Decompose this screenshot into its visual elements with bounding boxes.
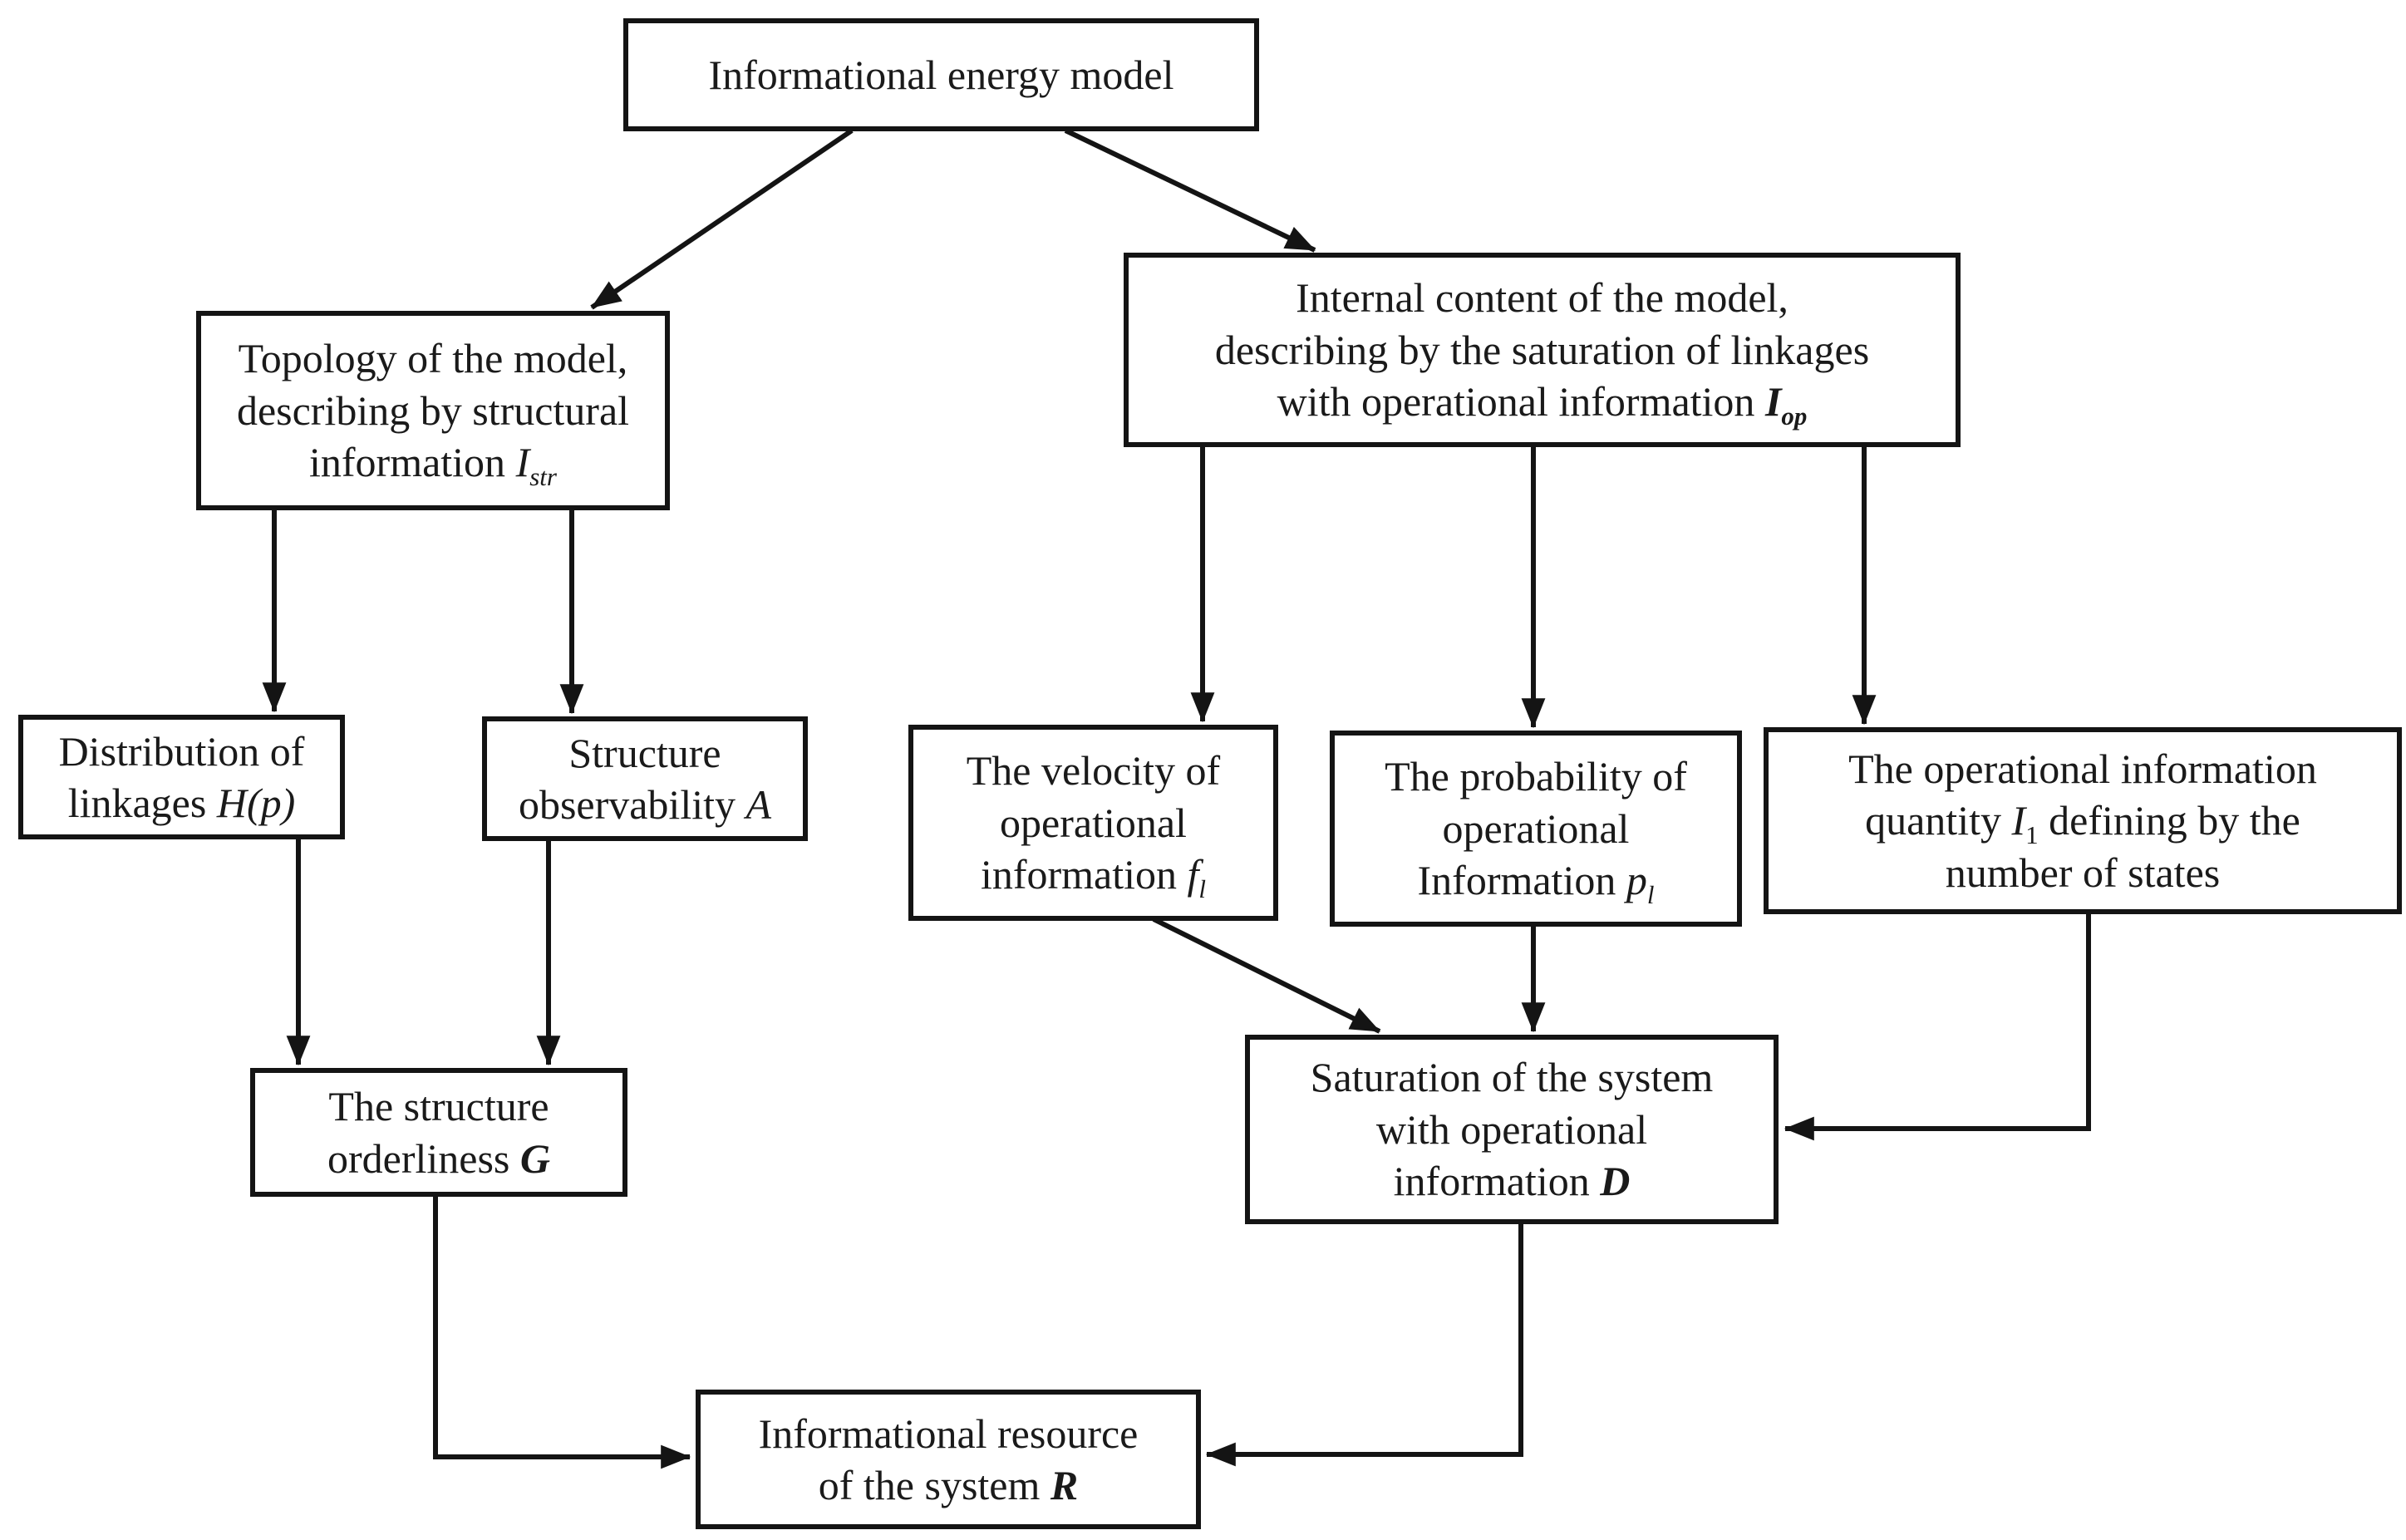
node-internal-content-of-the-model: Internal content of the model,describing… — [1124, 253, 1961, 447]
arrow-velocity-to-saturation — [1152, 917, 1381, 1034]
node-label: Topology of the model,describing by stru… — [236, 335, 630, 492]
arrow-orderliness-to-resource — [433, 1195, 691, 1469]
node-label: Informational energy model — [708, 51, 1174, 98]
node-topology-of-the-model: Topology of the model,describing by stru… — [196, 311, 670, 510]
arrow-title-to-internal-content — [1064, 128, 1316, 253]
node-label: Internal content of the model,describing… — [1214, 274, 1870, 431]
arrow-saturation-to-resource — [1205, 1223, 1523, 1467]
arrow-quantity-to-saturation — [1784, 913, 2091, 1141]
node-informational-energy-model: Informational energy model — [623, 18, 1259, 131]
arrow-title-to-topology — [590, 128, 854, 310]
